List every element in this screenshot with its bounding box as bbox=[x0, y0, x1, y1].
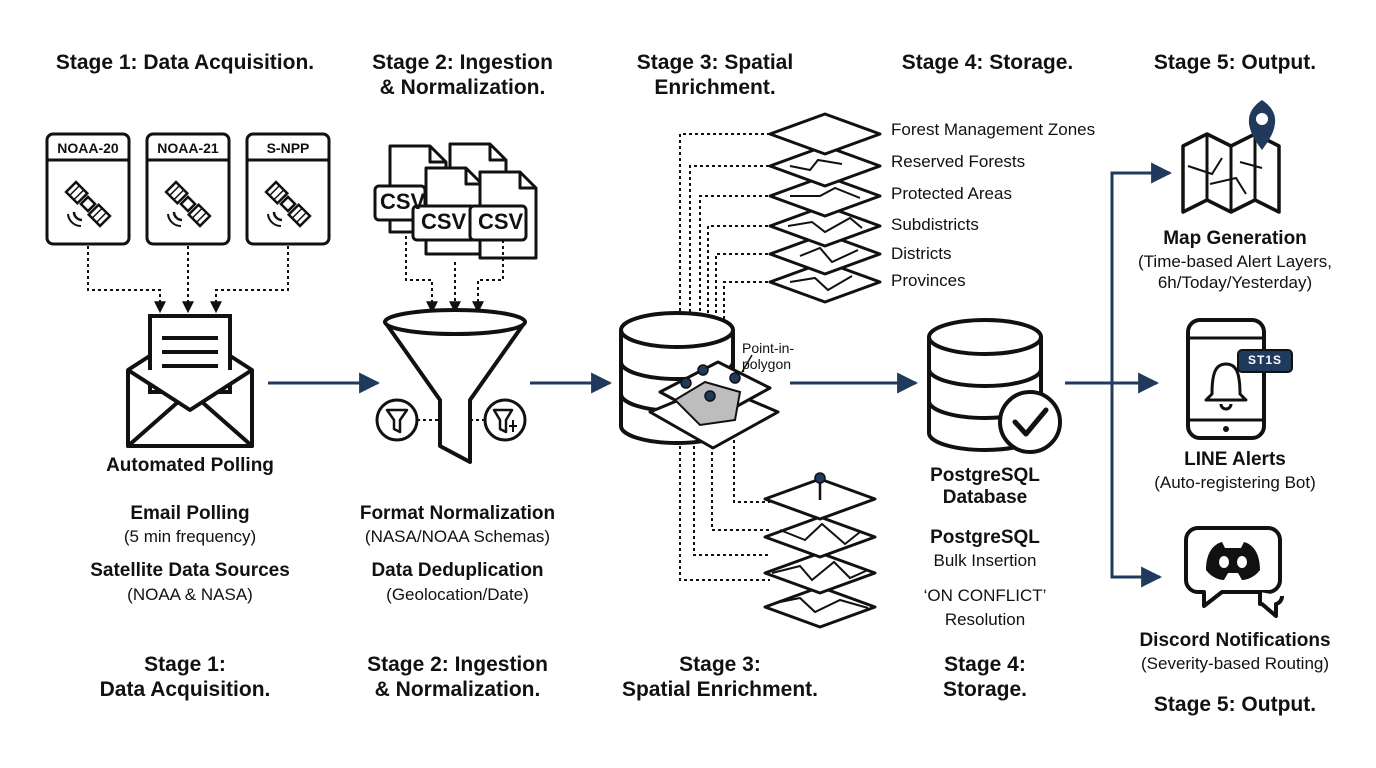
layer-reserved-forests: Reserved Forests bbox=[891, 152, 1026, 171]
email-envelope-icon bbox=[126, 314, 254, 448]
deduplication-sub: (Geolocation/Date) bbox=[386, 585, 529, 604]
csv-label-1: CSV bbox=[380, 189, 426, 214]
csv-connectors bbox=[405, 236, 504, 314]
on-conflict-label: ‘ON CONFLICT’ Resolution bbox=[923, 586, 1047, 629]
satellite-card-noaa20 bbox=[45, 132, 131, 246]
stage4-bottom-title: Stage 4: Storage. bbox=[942, 653, 1028, 701]
stage2-bottom-title: Stage 2: Ingestion & Normalization. bbox=[367, 653, 548, 701]
stage3-top-title: Stage 3: Spatial Enrichment. bbox=[636, 51, 794, 99]
stage4-top-title: Stage 4: Storage. bbox=[901, 51, 1074, 74]
line-badge bbox=[1237, 349, 1293, 373]
stage2-top-title: Stage 2: Ingestion & Normalization. bbox=[372, 51, 553, 99]
bulk-insertion-title: PostgreSQL bbox=[930, 527, 1040, 548]
satellite-label-noaa21: NOAA-21 bbox=[157, 140, 219, 156]
layer-forest-management-zones: Forest Management Zones bbox=[891, 120, 1096, 139]
map-generation-sub: (Time-based Alert Layers, 6h/Today/Yeste… bbox=[1138, 252, 1332, 292]
map-icon bbox=[1181, 100, 1281, 214]
line-alerts-sub: (Auto-registering Bot) bbox=[1154, 473, 1316, 492]
stage1-bottom-title: Stage 1: Data Acquisition. bbox=[99, 653, 271, 701]
line-alerts-title: LINE Alerts bbox=[1184, 449, 1286, 470]
bulk-insertion-sub: Bulk Insertion bbox=[933, 551, 1037, 570]
discord-title: Discord Notifications bbox=[1139, 630, 1331, 651]
deduplication-title: Data Deduplication bbox=[371, 560, 544, 581]
discord-icon bbox=[1184, 526, 1284, 618]
postgresql-db-label: PostgreSQL Database bbox=[930, 465, 1040, 508]
point-in-polygon-icon bbox=[648, 354, 780, 450]
layer-stack-bottom bbox=[763, 472, 877, 629]
satellite-sources-sub: (NOAA & NASA) bbox=[127, 585, 253, 604]
point-in-polygon-label: Point-in- polygon bbox=[742, 340, 795, 372]
stage5-bottom-title: Stage 5: Output. bbox=[1153, 693, 1317, 716]
satellite-card-noaa21 bbox=[145, 132, 231, 246]
layer-districts: Districts bbox=[891, 244, 952, 263]
satellite-label-noaa20: NOAA-20 bbox=[57, 140, 119, 156]
dedupe-filter-icon bbox=[483, 398, 527, 442]
normalize-filter-icon bbox=[375, 398, 419, 442]
format-normalization-sub: (NASA/NOAA Schemas) bbox=[364, 527, 551, 546]
arrow-stage4-to-stage5 bbox=[1065, 162, 1173, 588]
discord-sub: (Severity-based Routing) bbox=[1140, 654, 1330, 673]
email-polling-sub: (5 min frequency) bbox=[123, 527, 257, 546]
map-generation-title: Map Generation bbox=[1163, 228, 1307, 249]
csv-label-3: CSV bbox=[478, 209, 524, 234]
satellite-card-snpp bbox=[245, 132, 331, 246]
email-polling-title: Email Polling bbox=[130, 503, 250, 524]
stage1-top-title: Stage 1: Data Acquisition. bbox=[55, 51, 315, 74]
layer-protected-areas: Protected Areas bbox=[891, 184, 1012, 203]
satellite-label-snpp: S-NPP bbox=[266, 140, 310, 156]
line-badge-text: ST1S bbox=[1247, 353, 1282, 367]
layer-stack-top bbox=[768, 112, 882, 304]
spatial-connectors bbox=[679, 133, 780, 581]
line-alerts-phone-icon bbox=[1186, 318, 1293, 440]
format-normalization-title: Format Normalization bbox=[359, 503, 556, 524]
satellite-connectors bbox=[87, 246, 289, 314]
automated-polling-label: Automated Polling bbox=[106, 455, 274, 476]
layer-provinces: Provinces bbox=[891, 271, 966, 290]
stage3-bottom-title: Stage 3: Spatial Enrichment. bbox=[621, 653, 819, 701]
csv-files-icon bbox=[373, 142, 538, 260]
layer-subdistricts: Subdistricts bbox=[891, 215, 979, 234]
check-badge-icon bbox=[998, 390, 1062, 454]
csv-label-2: CSV bbox=[421, 209, 467, 234]
stage5-top-title: Stage 5: Output. bbox=[1153, 51, 1317, 74]
funnel-icon bbox=[383, 308, 527, 464]
satellite-sources-title: Satellite Data Sources bbox=[90, 560, 290, 581]
